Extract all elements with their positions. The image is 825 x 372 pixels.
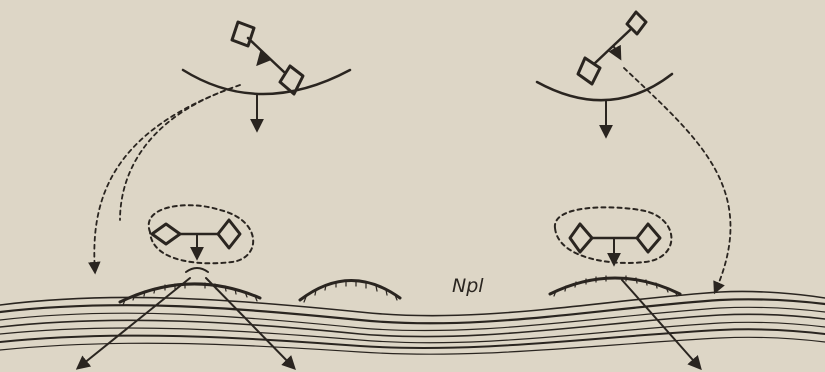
middle-receptor <box>300 280 400 302</box>
right-upper-bond-arrow <box>614 47 620 58</box>
left-receptor-diamond-right <box>218 220 240 248</box>
right-upper-molecule <box>537 12 672 136</box>
right-dashed-arrow <box>624 68 730 292</box>
right-receptor-arc <box>550 278 680 294</box>
left-dashed-arrow-inner <box>120 88 232 220</box>
middle-receptor-ticks <box>304 281 397 302</box>
right-arrow-out <box>622 280 700 368</box>
right-receptor-diamond-left <box>570 224 592 252</box>
right-receptor-diamond-right <box>637 224 660 252</box>
left-receptor-site <box>186 268 208 272</box>
right-upper-bond <box>594 30 630 64</box>
left-arrow-out-left <box>78 278 190 368</box>
middle-receptor-arc <box>300 280 400 300</box>
right-upper-membrane-arc <box>537 74 672 100</box>
left-upper-molecule <box>183 22 350 130</box>
left-upper-membrane-arc <box>183 70 350 94</box>
left-upper-bond-arrow <box>258 55 266 64</box>
left-receptor-diamond-left <box>152 224 180 244</box>
left-upper-diamond-top <box>232 22 254 46</box>
npl-label: Npl <box>452 275 484 297</box>
